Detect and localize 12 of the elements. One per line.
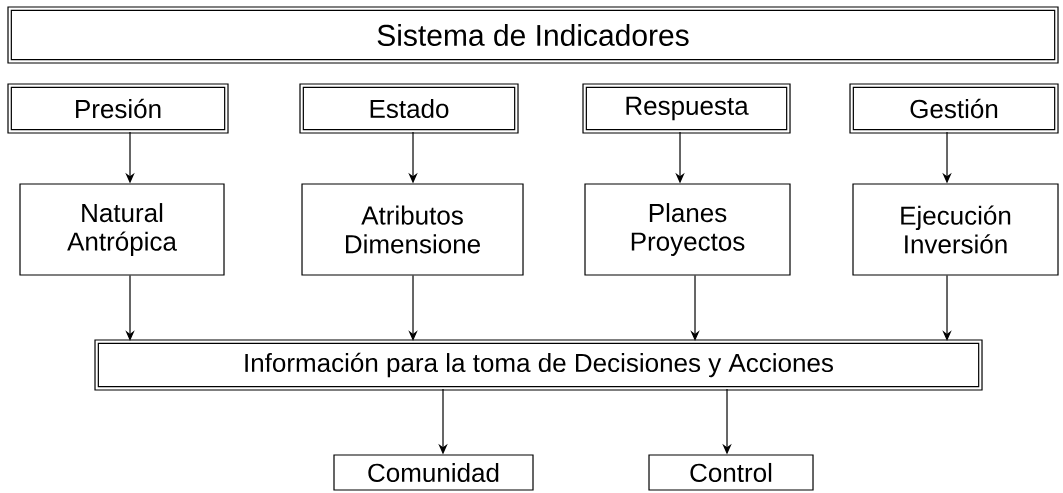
process-box: Comunidad: [333, 454, 534, 491]
process-box: Planes Proyectos: [584, 183, 791, 276]
process-box: Control: [648, 454, 814, 491]
category-box: Respuesta: [582, 83, 791, 134]
output-box: Información para la toma de Decisiones y Acciones: [94, 339, 983, 391]
process-box: Ejecución Inversión: [852, 183, 1059, 276]
category-box: Estado: [299, 83, 519, 134]
category-box: Presión: [7, 83, 229, 134]
process-box: Natural Antrópica: [19, 183, 225, 276]
title-box: Sistema de Indicadores: [7, 6, 1059, 64]
process-box: Atributos Dimensione: [301, 183, 524, 276]
category-box: Gestión: [849, 83, 1059, 134]
